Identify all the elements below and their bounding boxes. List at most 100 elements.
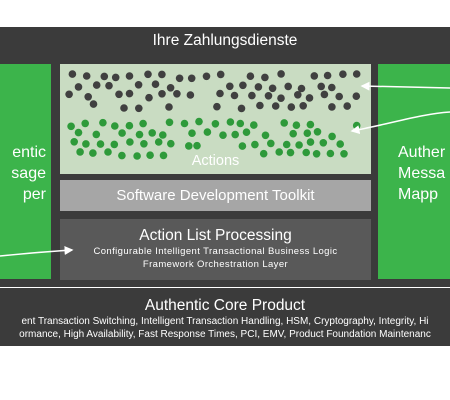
action-dot [195, 117, 203, 126]
action-dot [92, 81, 101, 89]
action-dot [159, 131, 167, 139]
action-dot [65, 90, 73, 99]
action-dot [165, 118, 174, 127]
action-dot [306, 120, 315, 129]
right-box-text: Auther Messa Mapp [398, 142, 445, 205]
action-dot [145, 93, 153, 102]
action-dot [237, 104, 246, 113]
action-dot [328, 132, 336, 141]
action-dot [166, 84, 175, 92]
action-dot [104, 148, 112, 156]
actions-label: Actions [191, 153, 240, 169]
action-dot [326, 149, 335, 158]
action-dot [89, 100, 98, 108]
action-dot [92, 130, 101, 139]
action-dot [312, 150, 321, 158]
action-dot [303, 129, 312, 137]
action-dot [154, 138, 163, 146]
action-dot [219, 131, 227, 139]
action-dot [115, 90, 123, 99]
alp-subtitle-line: Configurable Intelligent Transactional B… [93, 246, 338, 257]
right-box-line: Mapp [398, 186, 439, 203]
action-dot [133, 152, 141, 160]
action-dot [343, 102, 352, 110]
action-dot [120, 104, 128, 112]
right-box-line: Auther [398, 144, 446, 161]
right-box-line: Messa [398, 165, 446, 182]
core-product-band: Authentic Core Product ent Transaction S… [0, 288, 450, 346]
action-dot [287, 103, 296, 111]
actions-box: Actions [60, 64, 371, 174]
action-dot [111, 73, 120, 82]
action-dot [295, 141, 303, 149]
action-dot [118, 151, 126, 160]
action-dot [261, 73, 269, 82]
action-dot [323, 71, 332, 80]
action-dot [202, 72, 211, 81]
action-dot [151, 80, 160, 88]
left-box-text: entic sage per [11, 142, 46, 205]
action-dot [320, 90, 329, 99]
alp-subtitle-line: Framework Orchestration Layer [142, 259, 289, 270]
action-dot [139, 119, 147, 128]
action-dot [246, 72, 255, 80]
action-dot [125, 72, 134, 80]
action-dot [261, 131, 270, 140]
action-dot [82, 140, 90, 148]
action-dot [328, 83, 336, 92]
action-dot [140, 140, 148, 148]
action-dot [216, 89, 224, 98]
action-dot [81, 119, 89, 128]
action-dot [213, 102, 221, 111]
core-features-line: ormance, High Availability, Fast Respons… [19, 329, 431, 340]
header-title: Ihre Zahlungsdienste [152, 32, 298, 49]
action-dot [105, 81, 113, 90]
action-dot [306, 138, 315, 146]
action-dot [186, 91, 195, 99]
action-dot [313, 128, 322, 136]
action-dot [277, 70, 285, 78]
action-dot [167, 139, 175, 148]
action-dot [226, 82, 234, 91]
action-dot [173, 90, 181, 98]
action-dot [238, 142, 247, 150]
action-dot [158, 70, 166, 79]
action-dot [159, 151, 168, 160]
action-dot [84, 93, 92, 101]
action-dot [89, 149, 97, 157]
action-dot [226, 118, 235, 126]
action-dot [211, 120, 220, 128]
action-dot [158, 90, 166, 98]
sdk-box: Software Development Toolkit [60, 180, 371, 211]
action-dot [193, 141, 201, 150]
action-dot [230, 91, 239, 100]
action-dot [297, 84, 306, 93]
action-dot [231, 130, 239, 139]
action-dot [180, 119, 189, 128]
action-dot [267, 139, 275, 148]
action-dot [134, 81, 143, 89]
action-dot [352, 92, 361, 100]
action-dot [118, 129, 126, 137]
action-dot [340, 150, 348, 158]
action-dot [96, 140, 105, 148]
action-dot [67, 122, 75, 131]
action-dot [264, 92, 273, 100]
action-dot [280, 119, 288, 127]
action-dot [146, 151, 154, 159]
action-list-processing-box: Action List Processing Configurable Inte… [60, 219, 371, 280]
action-dot [135, 104, 143, 113]
action-dot [242, 128, 251, 136]
action-dot [165, 103, 173, 111]
action-dot [126, 138, 134, 146]
action-dot [70, 138, 78, 146]
action-dot [110, 140, 119, 149]
action-dot [339, 70, 347, 78]
action-dot [310, 72, 319, 80]
alp-title: Action List Processing [139, 227, 292, 244]
actions-dots [65, 70, 361, 160]
action-dot [68, 70, 77, 78]
action-dot [335, 92, 344, 101]
action-dot [302, 148, 310, 157]
action-dot [251, 140, 259, 149]
